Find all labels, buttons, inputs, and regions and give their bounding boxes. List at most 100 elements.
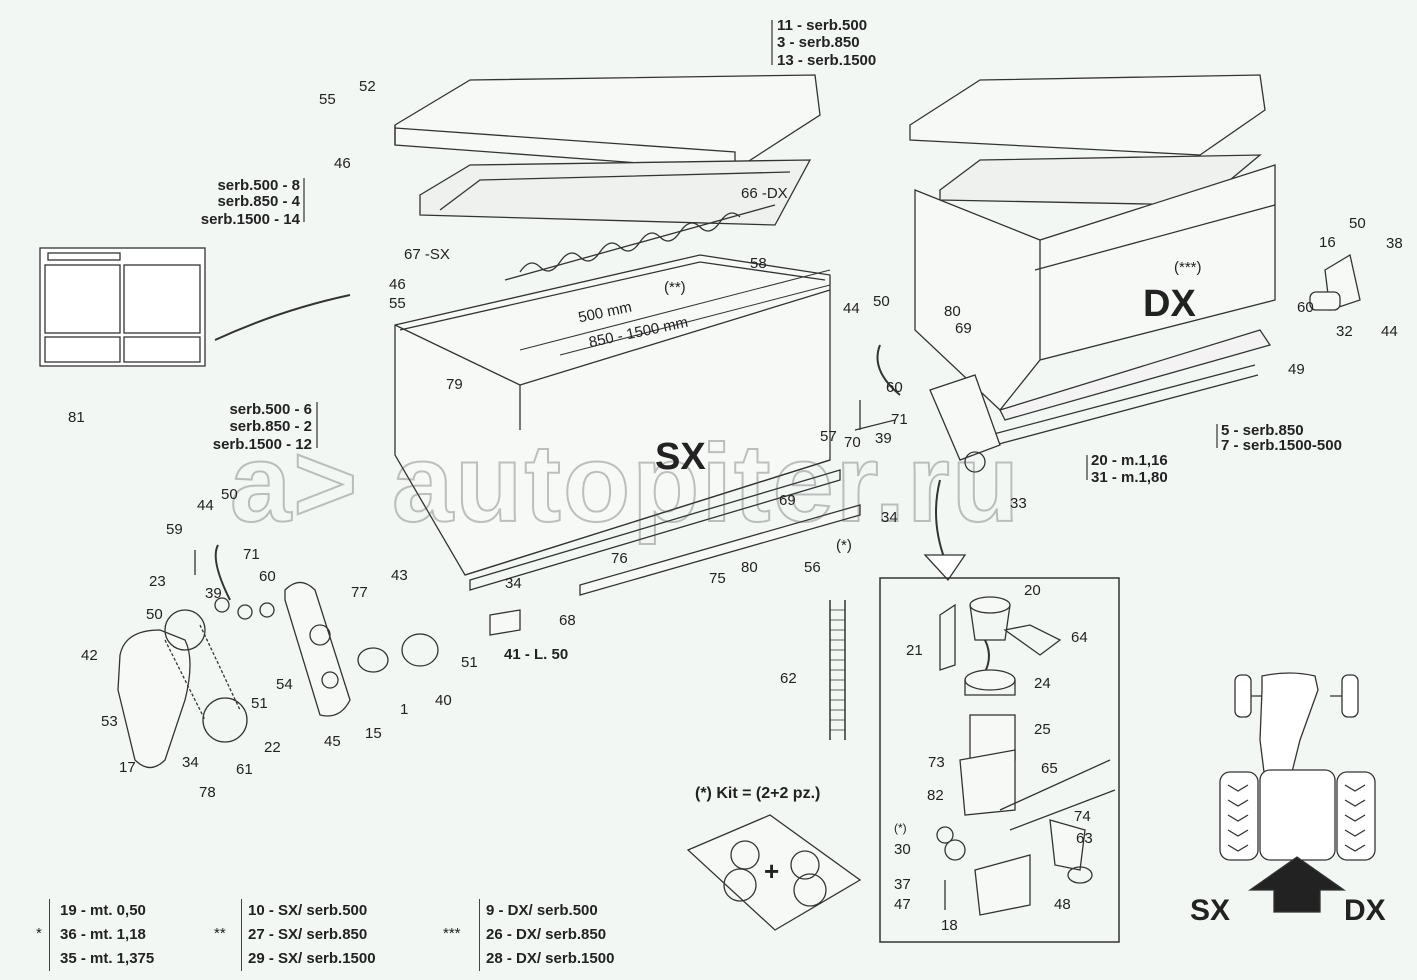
- callout: 51: [461, 654, 478, 671]
- rail-ref-850: 5 - serb.850: [1221, 422, 1304, 439]
- box-ref-850: serb.850 - 2: [229, 418, 312, 435]
- lid-ref-500: 11 - serb.500: [777, 17, 868, 34]
- callout: 24: [1034, 675, 1051, 692]
- callout: 80: [741, 559, 758, 576]
- legend-row: 26 - DX/ serb.850: [486, 926, 607, 943]
- callout: 43: [391, 567, 408, 584]
- callout: 42: [81, 647, 98, 664]
- callout: 75: [709, 570, 726, 587]
- callout: 32: [1336, 323, 1353, 340]
- callout: (**): [664, 279, 686, 296]
- tractor-dx: DX: [1344, 894, 1386, 927]
- callout: 46: [389, 276, 406, 293]
- callout: 59: [166, 521, 183, 538]
- callout: 41 - L. 50: [504, 646, 569, 663]
- box-ref-1500: serb.1500 - 12: [212, 436, 312, 453]
- legend-row: 10 - SX/ serb.500: [248, 902, 368, 919]
- sx-auger: [504, 204, 776, 281]
- callout: 50: [1349, 215, 1366, 232]
- callout: 44: [197, 497, 214, 514]
- lid-ref-850: 3 - serb.850: [777, 34, 860, 51]
- legend-row: 19 - mt. 0,50: [60, 902, 146, 919]
- callout: 55: [319, 91, 336, 108]
- tractor-diagram: [1219, 672, 1376, 913]
- callout: 58: [750, 255, 767, 272]
- callout: 44: [1381, 323, 1398, 340]
- legend-mark: *: [36, 925, 42, 942]
- callout: (*): [894, 821, 907, 835]
- callout: 60: [1297, 299, 1314, 316]
- callout: 62: [780, 670, 797, 687]
- callout: 80: [944, 303, 961, 320]
- callout: 15: [365, 725, 382, 742]
- callout: 63: [1076, 830, 1093, 847]
- callout: 44: [843, 300, 860, 317]
- callout: 65: [1041, 760, 1058, 777]
- callout: 77: [351, 584, 368, 601]
- screen-ref-850: serb.850 - 4: [217, 193, 300, 210]
- callout: 18: [941, 917, 958, 934]
- watermark-logo: a> autopiter.ru: [229, 421, 1022, 546]
- legend-row: 28 - DX/ serb.1500: [486, 950, 615, 967]
- detail-inset-frame: [879, 577, 1120, 943]
- callout: 60: [259, 568, 276, 585]
- callout: 55: [389, 295, 406, 312]
- callout: 50: [221, 486, 238, 503]
- callout: 37: [894, 876, 911, 893]
- callout: 34: [182, 754, 199, 771]
- callout: 46: [334, 155, 351, 172]
- callout: 51: [251, 695, 268, 712]
- callout: 23: [149, 573, 166, 590]
- callout: 40: [435, 692, 452, 709]
- callout: 69: [955, 320, 972, 337]
- sx-hopper: [394, 254, 841, 591]
- callout: 67 -SX: [404, 246, 450, 263]
- callout: 70: [844, 434, 861, 451]
- callout: 82: [927, 787, 944, 804]
- screen-ref-500: serb.500 - 8: [217, 177, 300, 194]
- callout: (***): [1174, 259, 1202, 276]
- legend-row: 29 - SX/ serb.1500: [248, 950, 376, 967]
- callout: 34: [505, 575, 522, 592]
- callout: 71: [243, 546, 260, 563]
- callout: 39: [875, 430, 892, 447]
- kit-pouch: [686, 814, 862, 931]
- legend-mark: **: [214, 925, 226, 942]
- callout: 64: [1071, 629, 1088, 646]
- legend-row: 9 - DX/ serb.500: [486, 902, 598, 919]
- callout: 73: [928, 754, 945, 771]
- callout: 66 -DX: [741, 185, 788, 202]
- callout: 71: [891, 411, 908, 428]
- kit-plus: +: [764, 856, 780, 886]
- callout: 50: [873, 293, 890, 310]
- sx-drive-parts: [117, 544, 521, 769]
- inset-parts: [936, 596, 1116, 916]
- callout: 17: [119, 759, 136, 776]
- callout: 38: [1386, 235, 1403, 252]
- label-card: [39, 247, 351, 367]
- callout: 48: [1054, 896, 1071, 913]
- legend-row: 36 - mt. 1,18: [60, 926, 146, 943]
- screen-ref-1500: serb.1500 - 14: [200, 211, 300, 228]
- sx-label: SX: [655, 436, 706, 478]
- callout: 68: [559, 612, 576, 629]
- callout: 1: [400, 701, 409, 718]
- callout: 54: [276, 676, 293, 693]
- callout: 60: [886, 379, 903, 396]
- callout: 61: [236, 761, 253, 778]
- legend-row: 35 - mt. 1,375: [60, 950, 155, 967]
- callout: (*): [836, 537, 852, 554]
- rail-ref-1500: 7 - serb.1500-500: [1221, 437, 1342, 454]
- callout: 16: [1319, 234, 1336, 251]
- callout: 49: [1288, 361, 1305, 378]
- callout: 21: [906, 642, 923, 659]
- callout: 81: [68, 409, 85, 426]
- sx-lid: [394, 74, 821, 226]
- callout: 45: [324, 733, 341, 750]
- kit-label: (*) Kit = (2+2 pz.): [695, 785, 821, 802]
- dx-drive-unit: [854, 344, 1001, 473]
- callout: 47: [894, 896, 911, 913]
- callout: 69: [779, 492, 796, 509]
- callout: 53: [101, 713, 118, 730]
